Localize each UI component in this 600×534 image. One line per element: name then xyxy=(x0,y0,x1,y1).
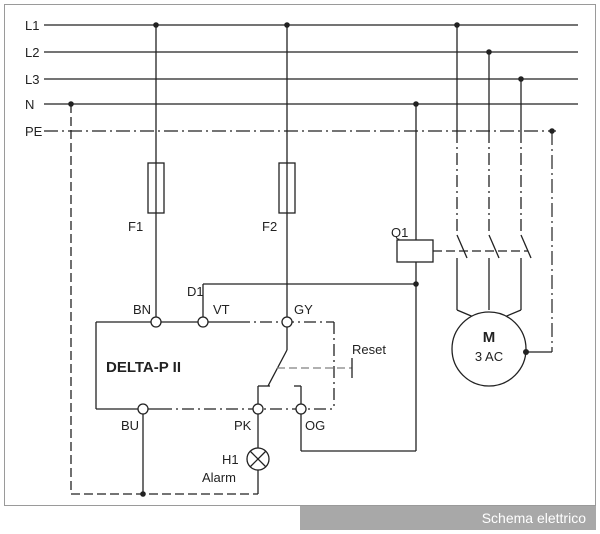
terminal-label-gy: GY xyxy=(294,302,313,317)
contact-q1-1 xyxy=(456,234,468,259)
diagram-frame xyxy=(4,4,596,506)
terminal-gy xyxy=(281,316,293,328)
terminal-label-bu: BU xyxy=(121,418,139,433)
terminal-label-pk: PK xyxy=(234,418,252,433)
terminal-label-og: OG xyxy=(305,418,325,433)
bus-label-l3: L3 xyxy=(25,72,39,87)
fuse-label-f1: F1 xyxy=(128,219,143,234)
bus-label-l2: L2 xyxy=(25,45,39,60)
terminal-label-d1: D1 xyxy=(187,284,204,299)
bus-label-n: N xyxy=(25,97,34,112)
lamp-label-h1: H1 xyxy=(222,452,239,467)
terminal-vt xyxy=(197,316,209,328)
diagram-caption: Schema elettrico xyxy=(300,506,596,530)
bus-label-pe: PE xyxy=(25,124,43,139)
lamp-label-alarm: Alarm xyxy=(202,470,236,485)
contactor-label-q1: Q1 xyxy=(391,225,408,240)
terminal-label-vt: VT xyxy=(213,302,230,317)
motor-rating: 3 AC xyxy=(475,349,503,364)
motor-letter: M xyxy=(483,329,496,346)
motor-earth-terminal xyxy=(523,349,529,355)
reset-label: Reset xyxy=(352,342,386,357)
contact-q1-3 xyxy=(520,234,532,259)
terminal-og xyxy=(295,403,307,415)
fuse-label-f2: F2 xyxy=(262,219,277,234)
terminal-label-bn: BN xyxy=(133,302,151,317)
contactor-q1-coil xyxy=(396,239,434,263)
terminal-bu xyxy=(137,403,149,415)
lamp-h1-cross-b xyxy=(249,450,267,468)
contact-q1-2 xyxy=(488,234,500,259)
terminal-bn xyxy=(150,316,162,328)
terminal-pk xyxy=(252,403,264,415)
bus-label-l1: L1 xyxy=(25,18,39,33)
device-name: DELTA-P II xyxy=(106,359,181,376)
